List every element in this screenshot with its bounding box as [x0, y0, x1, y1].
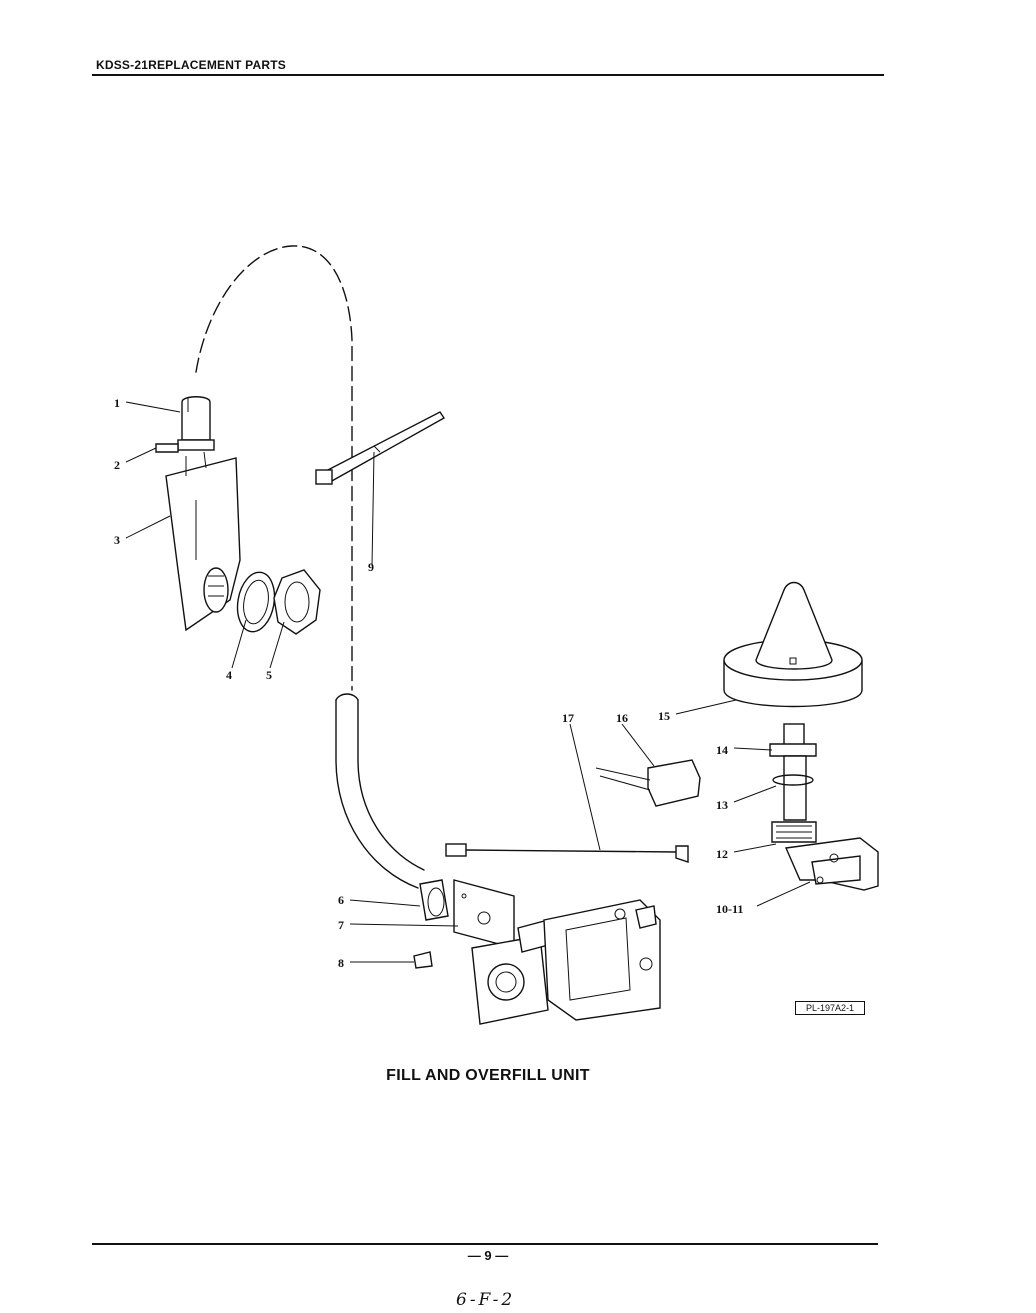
callout-labels: 1 2 3 4 5 6 7 8 9 10-11 12 13 14 15 16 1…: [114, 396, 743, 970]
callout-1: 1: [114, 396, 120, 410]
callout-7: 7: [338, 918, 344, 932]
header-rule: [92, 74, 884, 76]
page-header-title: KDSS-21REPLACEMENT PARTS: [96, 58, 286, 72]
part-4-gasket: [236, 571, 276, 633]
callout-8: 8: [338, 956, 344, 970]
handwritten-note: 6-F-2: [456, 1290, 516, 1310]
callout-17: 17: [562, 711, 574, 725]
callout-13: 13: [716, 798, 728, 812]
part-2-hose-clamp: [155, 439, 215, 453]
water-valve-assembly: [406, 879, 661, 1025]
callout-5: 5: [266, 668, 272, 682]
callout-12: 12: [716, 847, 728, 861]
callout-9: 9: [368, 560, 374, 574]
callout-2: 2: [114, 458, 120, 472]
part-15-float: [723, 581, 863, 708]
part-17-wire-harness: [445, 843, 689, 863]
part-3-fill-funnel: [165, 451, 241, 632]
part-16-connector: [595, 759, 701, 807]
callout-6: 6: [338, 893, 344, 907]
funnel-outlet: [203, 567, 229, 613]
float-stem-assembly: [769, 723, 817, 843]
callout-3: 3: [114, 533, 120, 547]
part-1-hose-end: [181, 396, 211, 441]
figure-code: PL-197A2-1: [795, 1001, 865, 1015]
callout-10-11: 10-11: [716, 902, 743, 916]
part-10-11-float-switch: [784, 837, 879, 891]
part-9-cable-tie: [315, 411, 446, 485]
callout-15: 15: [658, 709, 670, 723]
page-number: — 9 —: [467, 1248, 509, 1263]
footer-rule: [92, 1243, 878, 1245]
fill-hose: [195, 245, 425, 889]
leader-lines: [125, 401, 811, 963]
figure-caption: FILL AND OVERFILL UNIT: [386, 1067, 590, 1084]
callout-4: 4: [226, 668, 232, 682]
callout-14: 14: [716, 743, 728, 757]
part-5-nut: [273, 569, 321, 635]
callout-16: 16: [616, 711, 628, 725]
